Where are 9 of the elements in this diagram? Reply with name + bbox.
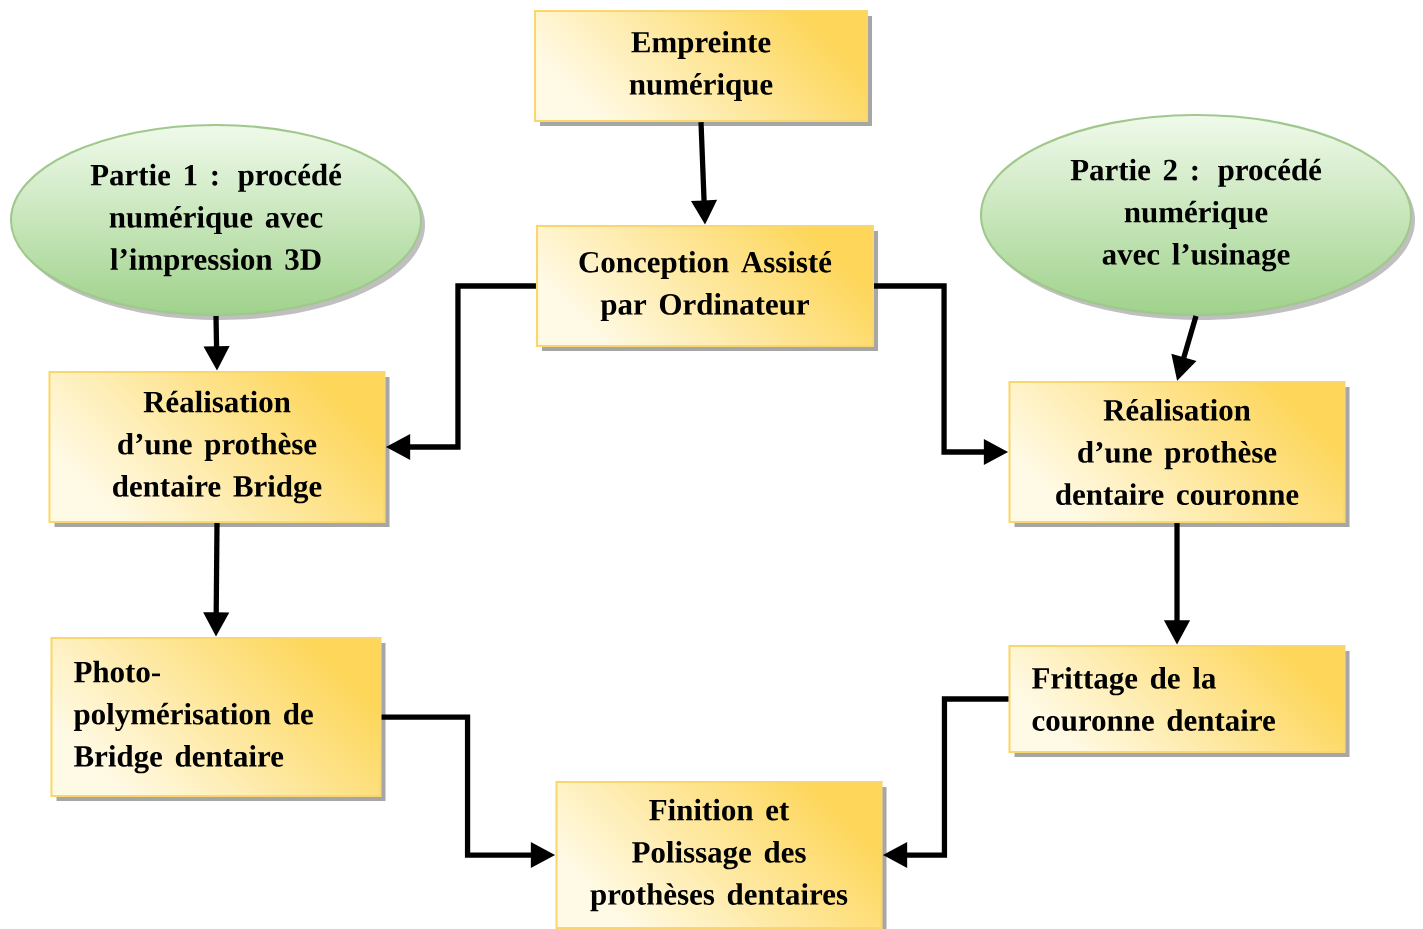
ellipse-node: Partie 2 : procédé numérique avec l’usinage: [979, 113, 1415, 320]
process-box: Réalisation d’une prothèse dentaire couronne: [1008, 380, 1350, 527]
process-box: Frittage de la couronne dentaire: [1008, 644, 1350, 757]
process-box: Empreinte numérique: [533, 9, 872, 126]
process-box: Photo-polymérisation de Bridge dentaire: [50, 636, 386, 801]
process-box: Conception Assisté par Ordinateur: [535, 224, 878, 351]
process-box: Réalisation d’une prothèse dentaire Bridge: [48, 370, 390, 527]
process-box: Finition et Polissage des prothèses dentaires: [555, 780, 887, 929]
ellipse-node: Partie 1 : procédé numérique avec l’impression 3D: [9, 123, 425, 320]
